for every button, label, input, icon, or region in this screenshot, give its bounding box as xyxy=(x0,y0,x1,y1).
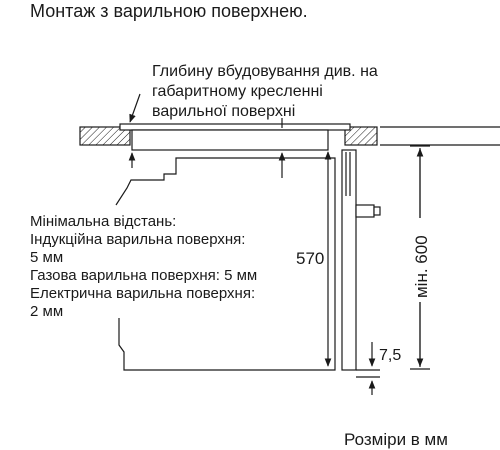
hob xyxy=(119,123,351,151)
distance-note: Мінімальна відстань: Індукційна варильна… xyxy=(30,213,257,320)
distance-note-line: 2 мм xyxy=(30,303,63,320)
distance-note-line: 5 мм xyxy=(30,249,63,266)
diagram-title: Монтаж з варильною поверхнею. xyxy=(30,1,308,21)
oven-height-label: 570 xyxy=(296,249,324,268)
depth-note: Глибину вбудовування див. на габаритному… xyxy=(152,63,378,120)
distance-note-line: Індукційна варильна поверхня: xyxy=(30,231,245,248)
depth-arrows xyxy=(128,93,286,178)
distance-note-line: Газова варильна поверхня: 5 мм xyxy=(30,267,257,284)
niche-height-label: мін. 600 xyxy=(412,235,431,298)
depth-note-line: габаритному кресленні xyxy=(152,83,323,100)
depth-note-line: Глибину вбудовування див. на xyxy=(152,63,378,80)
oven-body xyxy=(115,149,381,378)
units-note: Розміри в мм xyxy=(344,430,448,449)
depth-note-line: варильної поверхні xyxy=(152,103,295,120)
worktop xyxy=(79,126,500,146)
distance-note-line: Електрична варильна поверхня: xyxy=(30,285,255,302)
niche-label-backdrop xyxy=(409,218,433,302)
bottom-gap-label: 7,5 xyxy=(379,347,401,364)
distance-note-line: Мінімальна відстань: xyxy=(30,213,176,230)
